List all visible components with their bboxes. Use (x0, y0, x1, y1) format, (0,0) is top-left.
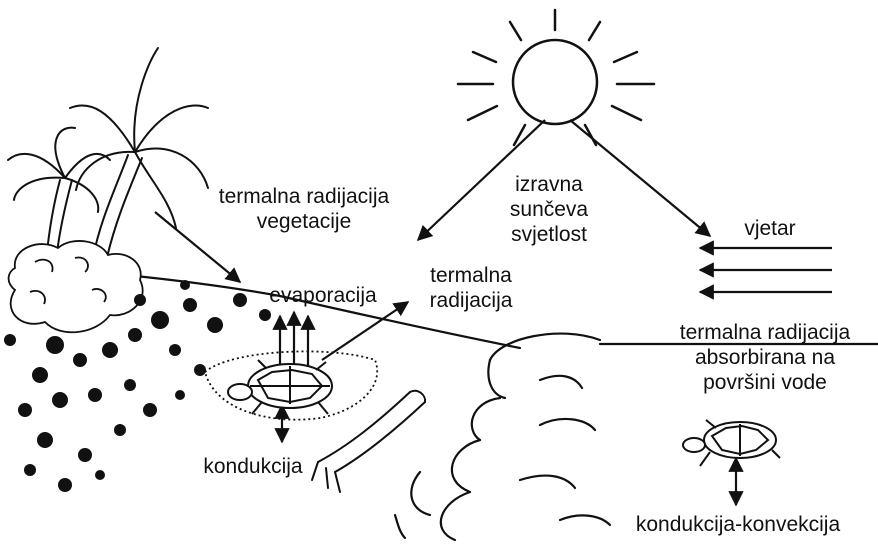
thermal-radiation-line-1: termalna (408, 263, 534, 288)
turtle-icon (683, 420, 780, 466)
evaporation-arrows (280, 312, 308, 372)
driftwood-icon (312, 391, 425, 492)
wind-label: vjetar (730, 216, 810, 241)
vegetation-radiation-label: termalna radijacija vegetacije (206, 184, 402, 234)
wind-text: vjetar (730, 216, 810, 241)
wind-arrows (700, 248, 832, 292)
vegetation-radiation-line-2: vegetacije (206, 209, 402, 234)
evaporation-text: evaporacija (256, 283, 390, 308)
turtle-icon (228, 360, 332, 414)
conduction-convection-text: kondukcija-konvekcija (608, 512, 868, 537)
thermal-radiation-line-2: radijacija (408, 288, 534, 313)
conduction-text: kondukcija (188, 454, 318, 479)
evaporation-label: evaporacija (256, 283, 390, 308)
sun-icon (458, 10, 654, 145)
water-radiation-line-3: površini vode (652, 370, 878, 395)
water-radiation-line-1: termalna radijacija (652, 320, 878, 345)
conduction-label: kondukcija (188, 454, 318, 479)
direct-sunlight-line-3: svjetlost (494, 222, 604, 247)
vegetation-shrubs (9, 241, 143, 332)
turtle-radiation-arrow (322, 302, 408, 360)
direct-sunlight-line-2: sunčeva (494, 197, 604, 222)
water-radiation-line-2: absorbirana na (652, 345, 878, 370)
vegetation-radiation-line-1: termalna radijacija (206, 184, 402, 209)
water-radiation-label: termalna radijacija absorbirana na površ… (652, 320, 878, 395)
thermal-radiation-label: termalna radijacija (408, 263, 534, 313)
conduction-convection-label: kondukcija-konvekcija (608, 512, 868, 537)
direct-sunlight-line-1: izravna (494, 172, 604, 197)
wave-icon (395, 334, 610, 540)
direct-sunlight-label: izravna sunčeva svjetlost (494, 172, 604, 247)
